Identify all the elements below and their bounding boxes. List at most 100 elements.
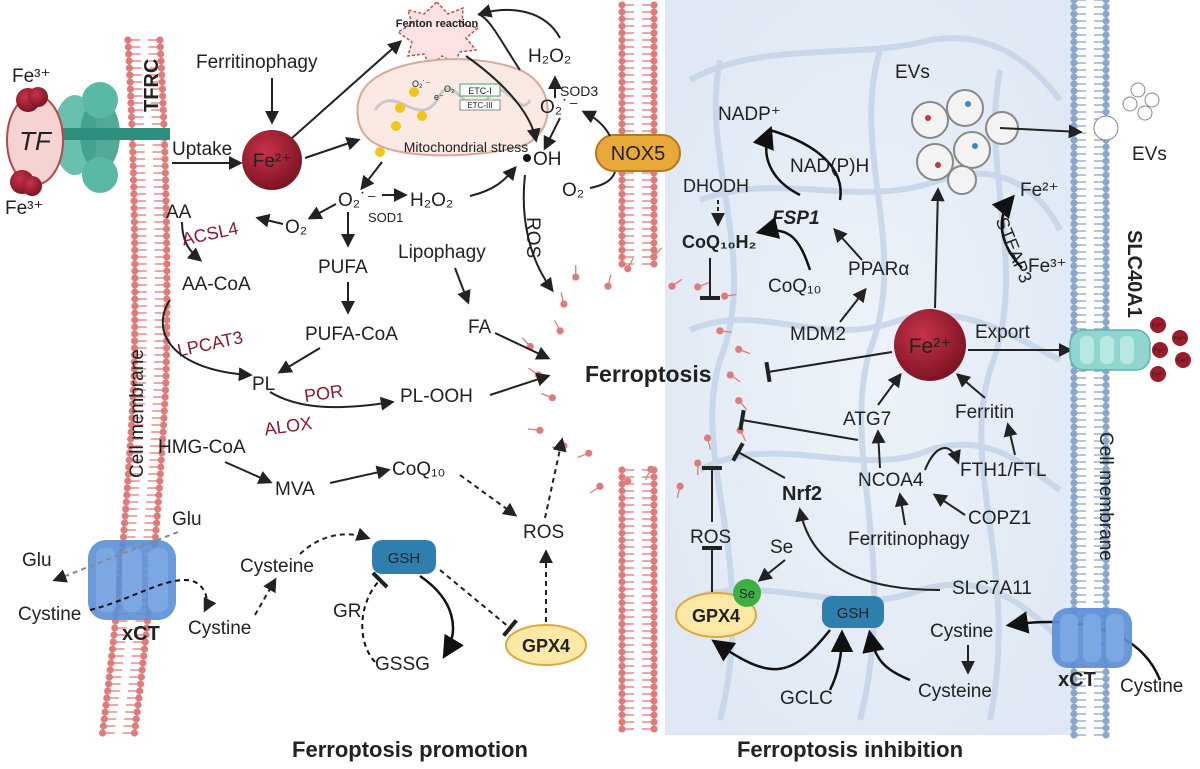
fth1-to-ferritin bbox=[1003, 422, 1018, 456]
gsh-right-label: GSH bbox=[837, 605, 870, 622]
o2-to-nox5 bbox=[589, 171, 616, 189]
lpcat3-label: LPCAT3 bbox=[175, 327, 244, 360]
ros-to-ferroptosis bbox=[544, 437, 567, 519]
evs-right-label: EVs bbox=[1132, 144, 1167, 165]
aa-coa-label: AA-CoA bbox=[182, 274, 251, 295]
glu-left-label: Glu bbox=[22, 550, 52, 571]
slc7a11-label: SLC7A11 bbox=[952, 578, 1032, 599]
pufa-label: PUFA bbox=[318, 257, 368, 278]
fe2-to-fenton bbox=[291, 40, 403, 139]
gclc-to-gsh bbox=[828, 629, 854, 691]
pl-to-plooh bbox=[269, 391, 395, 411]
plooh-to-ferroptosis bbox=[489, 372, 551, 396]
sod3-label: SOD3 bbox=[560, 83, 598, 99]
hmg-coa-label: HMG-CoA bbox=[158, 437, 246, 458]
fe2-to-evs bbox=[930, 187, 945, 309]
lipophagy-label: Lipophagy bbox=[398, 242, 486, 263]
exported-iron-label: Fe²⁺ bbox=[1174, 336, 1186, 343]
fa-to-ferroptosis bbox=[494, 332, 551, 360]
nrf2-inhibit bbox=[731, 442, 786, 479]
extracellular-vesicles-out bbox=[1093, 82, 1160, 141]
cystine-import bbox=[89, 578, 217, 613]
cystine-right-label: Cystine bbox=[188, 618, 251, 639]
nox5-enzyme bbox=[595, 134, 681, 172]
pl-label: PL bbox=[252, 374, 275, 395]
h2o2-to-oh bbox=[469, 165, 517, 197]
oh-to-ferroptosis bbox=[522, 174, 554, 293]
organelle-network bbox=[688, 35, 1063, 721]
exported-iron-label: Fe²⁺ bbox=[1154, 348, 1166, 355]
o2-to-acsl4 bbox=[255, 213, 284, 228]
ferroptosis-label: Ferroptosis bbox=[585, 361, 712, 387]
ncoa4-inhibit bbox=[738, 409, 859, 441]
o2-radical-top-label: O₂˙⁻ bbox=[540, 97, 579, 118]
iron-fe2-left bbox=[242, 130, 302, 190]
evs-top-label: EVs bbox=[895, 62, 930, 83]
ncoa4-to-atg7 bbox=[871, 429, 886, 469]
coq10-to-coq10h2 bbox=[755, 216, 812, 271]
cystine-left-label: Cystine bbox=[18, 604, 81, 625]
iron-ball-top2 bbox=[28, 87, 48, 107]
ferritinophagy-left-label: Ferritinophagy bbox=[196, 52, 318, 73]
copz1-to-ncoa4 bbox=[932, 493, 966, 516]
exported-iron-label: Fe²⁺ bbox=[1152, 372, 1164, 379]
xct-left-transporter bbox=[88, 540, 176, 620]
se-ball-label: Se bbox=[739, 586, 755, 601]
h2o2top-to-fenton bbox=[477, 4, 561, 39]
pufacoa-to-pl bbox=[277, 347, 321, 374]
ppara-label: PPARα bbox=[848, 259, 909, 280]
cell-membrane-right-label: Cell membrane bbox=[1095, 432, 1116, 561]
exported-iron-ball bbox=[1152, 342, 1168, 358]
o2-nox-label: O₂ bbox=[562, 180, 584, 201]
atg7-label: ATG7 bbox=[843, 409, 891, 430]
ferritinophagy-to-ncoa4 bbox=[894, 492, 909, 526]
mito-e-small: e⁻ bbox=[434, 92, 444, 102]
alox-label: ALOX bbox=[263, 413, 313, 439]
coq10-left-label: CoQ₁₀ bbox=[392, 459, 445, 480]
copz1-label: COPZ1 bbox=[968, 508, 1031, 529]
fth1-ftl-label: FTH1/FTL bbox=[960, 460, 1047, 481]
sod1-label: SOD1 bbox=[368, 210, 403, 225]
fsp1-label: FSP1 bbox=[772, 208, 820, 229]
nox5-label: NOX5 bbox=[611, 143, 665, 165]
exported-iron-ball bbox=[1150, 366, 1166, 382]
gpx4-left-label: GPX4 bbox=[522, 636, 570, 656]
coq10-right-label: CoQ₁₀ bbox=[768, 276, 821, 297]
gclc-label: GCLC bbox=[780, 688, 833, 709]
fenton-to-oh bbox=[465, 55, 541, 143]
hmgcoa-to-mva bbox=[224, 461, 273, 484]
se-label: Se bbox=[770, 537, 793, 558]
exported-iron-ball bbox=[1150, 317, 1166, 333]
ros-right-label: ROS bbox=[690, 527, 731, 548]
gpx4-left bbox=[505, 624, 587, 666]
gsh-right-badge bbox=[822, 596, 884, 628]
pufa-coa-label: PUFA-CoA bbox=[305, 324, 398, 345]
gssg-to-gsh bbox=[361, 571, 389, 663]
mito-o2-small: O₂ bbox=[444, 84, 455, 94]
mva-label: MVA bbox=[275, 479, 315, 500]
nox5-to-o2rad bbox=[581, 110, 611, 137]
gpx4-right bbox=[675, 592, 757, 638]
fa-label: FA bbox=[468, 317, 492, 338]
mito-o2-radical-small: O₂˙⁻ bbox=[412, 79, 430, 89]
glu-top-label: Glu bbox=[172, 509, 202, 530]
selenium-ball bbox=[733, 579, 761, 607]
ppara-to-fsp1 bbox=[833, 227, 863, 261]
gsh-to-gpx4 bbox=[711, 629, 831, 671]
se-to-gpx4 bbox=[757, 559, 786, 582]
mdm2-to-ppara bbox=[839, 287, 867, 323]
transferrin-receptor-complex: TF Fe³⁺ Fe³⁺ TFRC bbox=[5, 59, 170, 219]
mva-to-coq10 bbox=[329, 465, 391, 484]
fe3-to-fe2 bbox=[991, 194, 1023, 269]
gsh-left-label: GSH bbox=[388, 550, 421, 567]
exported-iron-label: Fe²⁺ bbox=[1152, 323, 1164, 330]
nadph-to-nadp bbox=[752, 125, 801, 197]
fe2-right-label: Fe²⁺ bbox=[909, 335, 952, 358]
etc1-label: ETC-I bbox=[468, 86, 492, 96]
xct-right-transporter bbox=[1052, 608, 1132, 668]
pl-ooh-label: PL-OOH bbox=[400, 386, 473, 407]
o2-label: O₂ bbox=[285, 217, 307, 238]
fe2-left-label: Fe²⁺ bbox=[253, 151, 292, 172]
mito-stress-text: Mitochondrial stress bbox=[404, 139, 529, 155]
